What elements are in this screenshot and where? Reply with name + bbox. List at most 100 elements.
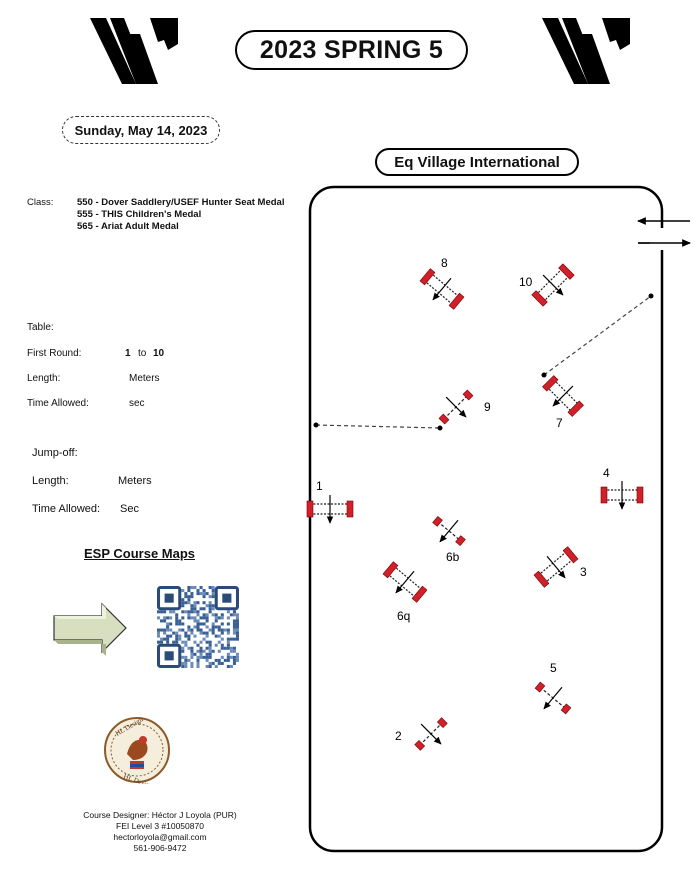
qr-module bbox=[181, 649, 185, 653]
fence-standard bbox=[436, 717, 448, 729]
qr-module bbox=[226, 631, 230, 635]
qr-module bbox=[211, 586, 215, 590]
qr-module bbox=[202, 613, 206, 617]
qr-module bbox=[190, 661, 194, 665]
qr-module bbox=[208, 595, 212, 599]
qr-module bbox=[190, 586, 194, 590]
fence-label-6q: 6q bbox=[397, 609, 410, 623]
qr-module bbox=[220, 646, 224, 650]
fence-standard bbox=[567, 400, 584, 417]
arena-gate-gap bbox=[655, 228, 667, 250]
qr-module bbox=[214, 625, 218, 629]
fence-direction-arrow bbox=[395, 570, 415, 594]
qr-module bbox=[214, 664, 218, 668]
qr-module bbox=[214, 643, 218, 647]
qr-module bbox=[205, 658, 209, 662]
qr-module bbox=[184, 634, 188, 638]
qr-module bbox=[163, 631, 167, 635]
fence-2 bbox=[414, 717, 448, 751]
dashed-line-point bbox=[313, 422, 319, 428]
qr-module bbox=[196, 655, 200, 659]
qr-module bbox=[157, 610, 161, 614]
fence-standard bbox=[448, 292, 465, 310]
qr-module bbox=[184, 658, 188, 662]
qr-module bbox=[220, 655, 224, 659]
qr-module bbox=[235, 658, 239, 662]
fence-label-2: 2 bbox=[395, 729, 402, 743]
qr-finder-eye bbox=[222, 593, 232, 603]
qr-module bbox=[187, 628, 191, 632]
qr-module bbox=[190, 604, 194, 608]
arena-boundary bbox=[308, 185, 664, 853]
qr-module bbox=[184, 592, 188, 596]
jumpoff-length-label: Length: bbox=[32, 475, 69, 487]
qr-module bbox=[196, 664, 200, 668]
qr-module bbox=[229, 646, 233, 650]
fence-10 bbox=[531, 263, 575, 307]
qr-module bbox=[157, 634, 161, 638]
qr-module bbox=[226, 652, 230, 656]
qr-module bbox=[199, 649, 203, 653]
qr-finder-eye bbox=[164, 593, 174, 603]
qr-module bbox=[166, 634, 170, 638]
qr-module bbox=[190, 652, 194, 656]
event-date: Sunday, May 14, 2023 bbox=[62, 116, 220, 144]
qr-module bbox=[211, 595, 215, 599]
designer-email[interactable]: hectorloyola@gmail.com bbox=[113, 832, 207, 842]
qr-module bbox=[190, 592, 194, 596]
qr-module bbox=[166, 625, 170, 629]
qr-module bbox=[235, 652, 239, 656]
qr-module bbox=[217, 634, 221, 638]
qr-module bbox=[187, 616, 191, 620]
qr-module bbox=[157, 616, 161, 620]
qr-module bbox=[217, 616, 221, 620]
qr-finder bbox=[214, 586, 239, 611]
page-title: 2023 SPRING 5 bbox=[235, 30, 468, 70]
qr-module bbox=[208, 607, 212, 611]
qr-module bbox=[157, 640, 161, 644]
qr-module bbox=[184, 640, 188, 644]
dashed-line-point bbox=[437, 425, 443, 431]
qr-module bbox=[229, 655, 233, 659]
qr-module bbox=[211, 631, 215, 635]
qr-module bbox=[214, 613, 218, 617]
qr-module bbox=[190, 595, 194, 599]
qr-module bbox=[232, 610, 236, 614]
dashed-line-point bbox=[541, 372, 547, 378]
qr-module bbox=[232, 646, 236, 650]
qr-module bbox=[208, 661, 212, 665]
qr-module bbox=[211, 613, 215, 617]
qr-module bbox=[196, 622, 200, 626]
qr-module bbox=[202, 601, 206, 605]
fence-5 bbox=[534, 681, 572, 715]
qr-module bbox=[172, 640, 176, 644]
qr-module bbox=[190, 655, 194, 659]
fence-direction-arrow bbox=[543, 686, 563, 710]
qr-module bbox=[202, 616, 206, 620]
fence-direction-arrow bbox=[432, 277, 452, 301]
qr-module bbox=[202, 607, 206, 611]
qr-module bbox=[211, 661, 215, 665]
qr-module bbox=[226, 664, 230, 668]
esp-course-maps-title[interactable]: ESP Course Maps bbox=[84, 546, 196, 561]
qr-module bbox=[217, 649, 221, 653]
qr-code-icon[interactable] bbox=[157, 586, 239, 668]
fence-direction-arrow bbox=[445, 396, 467, 418]
qr-module bbox=[199, 655, 203, 659]
qr-module bbox=[214, 658, 218, 662]
qr-module bbox=[217, 658, 221, 662]
course-designer-block: Course Designer: Héctor J Loyola (PUR) F… bbox=[40, 810, 280, 854]
qr-module bbox=[232, 658, 236, 662]
qr-module bbox=[187, 610, 191, 614]
fence-9 bbox=[438, 389, 474, 425]
qr-module bbox=[235, 631, 239, 635]
qr-module bbox=[235, 634, 239, 638]
first-round-to-word: to bbox=[138, 348, 147, 359]
qr-module bbox=[202, 631, 206, 635]
qr-module bbox=[163, 637, 167, 641]
dashed-line-7-10 bbox=[543, 295, 652, 376]
brand-logo-right bbox=[542, 18, 630, 84]
qr-module bbox=[196, 619, 200, 623]
qr-module bbox=[220, 643, 224, 647]
fence-standard bbox=[560, 703, 572, 715]
